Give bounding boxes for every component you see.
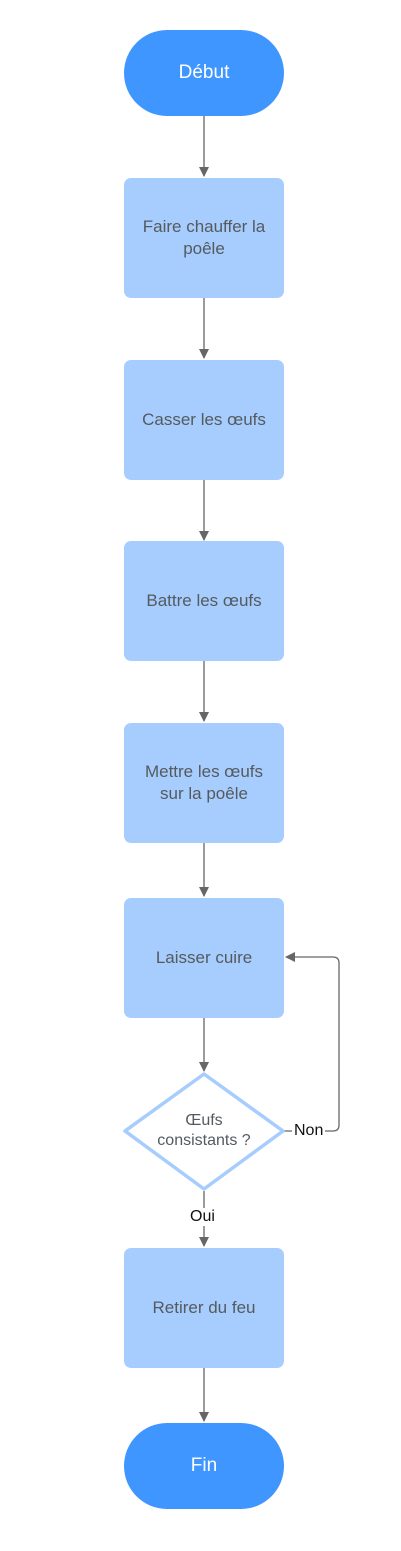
decision-eggs-set: Œufs consistants ? (157, 1112, 251, 1149)
start-node: Début (124, 30, 284, 116)
decision-diamond (123, 1072, 285, 1191)
edge-label-non: Non (292, 1122, 326, 1140)
step-let-cook: Laisser cuire (124, 898, 284, 1018)
step-heat-pan: Faire chauffer la poêle (124, 178, 284, 298)
edge-label-oui: Oui (188, 1208, 217, 1226)
step-remove-from-heat: Retirer du feu (124, 1248, 284, 1368)
end-node: Fin (124, 1423, 284, 1509)
step-crack-eggs: Casser les œufs (124, 360, 284, 480)
step-beat-eggs: Battre les œufs (124, 541, 284, 661)
step-pour-eggs: Mettre les œufs sur la poêle (124, 723, 284, 843)
edge-check-to-cook (283, 952, 340, 1132)
